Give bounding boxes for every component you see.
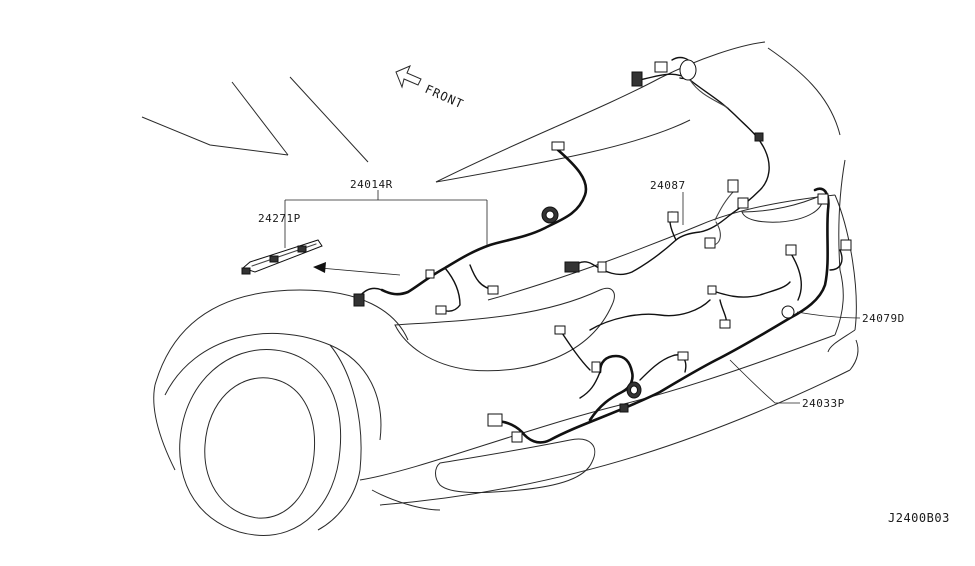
harness-24033P: 24033P (579, 351, 845, 422)
bracket-24271P: 24271P (241, 200, 401, 276)
vehicle-body-outline (141, 41, 859, 536)
front-direction-indicator: FRONT (395, 65, 466, 112)
harness-24087: 24087 (564, 56, 770, 276)
part-label-24014R: 24014R (350, 178, 393, 191)
harness-24014R: 24014R (285, 141, 588, 315)
harness-24079D: 24079D (487, 187, 905, 444)
part-label-24271P: 24271P (258, 212, 301, 225)
front-arrow-icon (395, 65, 422, 89)
part-label-24087: 24087 (650, 179, 686, 192)
part-label-24033P: 24033P (802, 397, 845, 410)
front-direction-label: FRONT (423, 82, 466, 112)
indication-arrow-icon (313, 262, 326, 273)
part-label-24079D: 24079D (862, 312, 905, 325)
diagram-id: J2400B03 (888, 511, 950, 525)
